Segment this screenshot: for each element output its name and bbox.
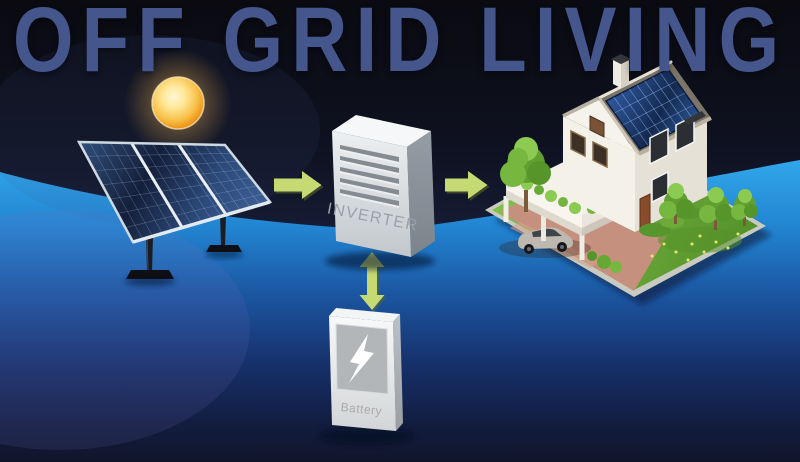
- hedge-1: [639, 223, 671, 237]
- page-title: OFF GRID LIVING: [12, 0, 788, 92]
- house-building: [562, 54, 712, 232]
- flower-dots: [650, 232, 740, 262]
- carport-pillar-mid: [541, 215, 546, 241]
- solar-panel: [76, 140, 273, 286]
- panel-divider-2: [177, 143, 228, 216]
- panel-divider-1: [130, 142, 184, 229]
- lightning-bolt-icon: [349, 334, 374, 383]
- window-right-upper-1: [649, 127, 669, 166]
- lawn-shade: [658, 227, 742, 253]
- inverter-side-face: [407, 131, 435, 257]
- tree-left-tall: [500, 137, 551, 212]
- balcony-parapet-left: [506, 177, 582, 228]
- inverter: INVERTER: [325, 115, 435, 270]
- panel-base-front: [126, 270, 174, 279]
- water-purple-glow: [0, 210, 250, 450]
- battery-shadow: [319, 428, 413, 444]
- roof-rake-edge: [597, 97, 641, 155]
- window-left-2: [592, 140, 608, 169]
- window-awning: [684, 111, 706, 125]
- window-left-1: [570, 129, 586, 158]
- arrow-panel-to-inverter: [274, 171, 322, 199]
- panel-surface: [79, 142, 270, 242]
- panel-leg-back: [220, 214, 226, 247]
- inverter-shadow: [325, 252, 435, 270]
- roof-ridge-cap: [597, 60, 673, 100]
- tree-right-1: [659, 183, 694, 224]
- roof-solar-grid: [613, 72, 695, 146]
- hedge-2: [660, 216, 684, 228]
- gable-window: [589, 115, 605, 138]
- landscaping: [500, 137, 758, 273]
- carport-pillar-front: [579, 234, 585, 260]
- tree-right-2: [699, 187, 733, 230]
- battery-top-face: [329, 308, 400, 322]
- tree-right-corner: [731, 189, 758, 226]
- sun-disc: [151, 76, 205, 130]
- gable-fascia-left: [562, 96, 600, 118]
- carport-pillar-left: [503, 196, 509, 222]
- panel-base-back: [206, 245, 242, 252]
- inverter-top-face: [332, 115, 431, 147]
- battery-side-face: [393, 314, 403, 431]
- front-bushes: [587, 251, 622, 273]
- battery: Battery: [319, 308, 413, 444]
- battery-label: Battery: [340, 400, 383, 418]
- inverter-vents: [340, 145, 399, 208]
- sun-icon: [124, 49, 232, 157]
- chimney: [611, 54, 631, 88]
- panel-cell-grid: [86, 142, 264, 240]
- arrow-inverter-to-house: [445, 171, 488, 199]
- house: [485, 54, 772, 305]
